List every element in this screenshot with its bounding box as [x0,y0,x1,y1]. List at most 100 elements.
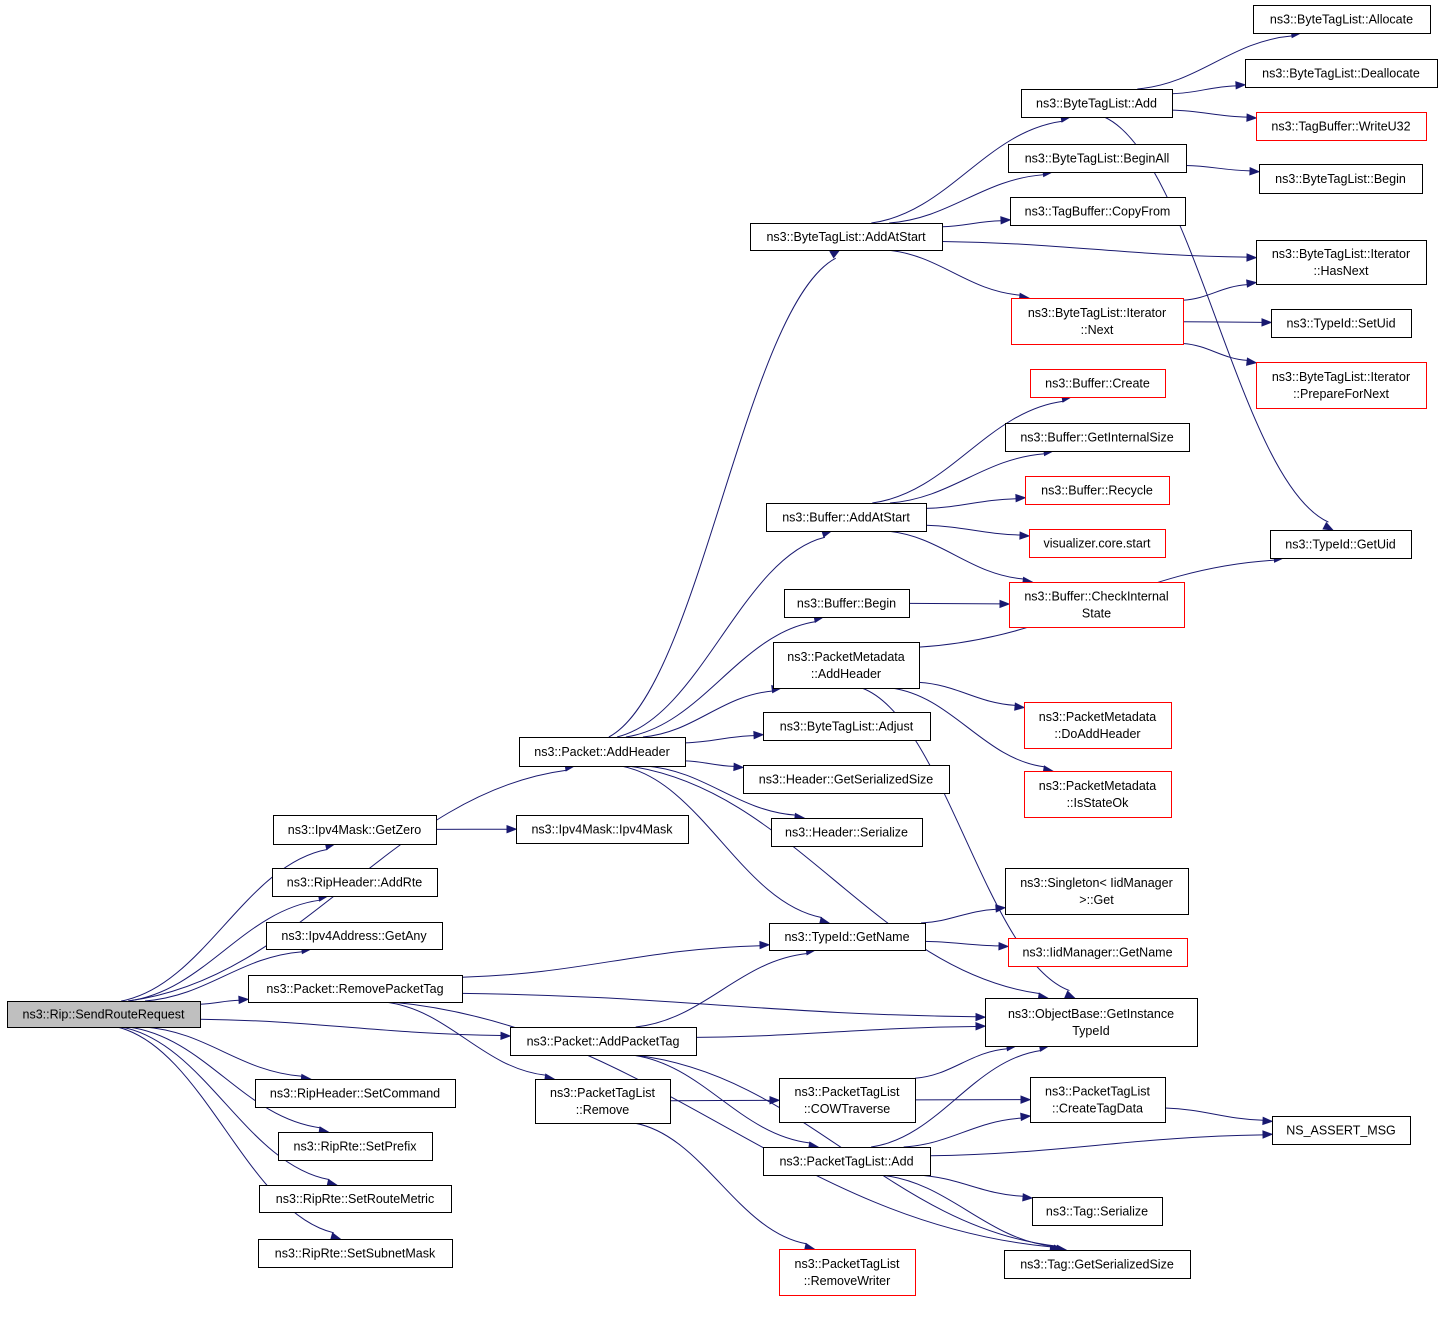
function-node-pmd-addheader[interactable]: ns3::PacketMetadata::AddHeader [773,642,920,689]
node-box [1259,164,1423,194]
arrowhead [506,824,518,834]
node-label: ns3::ByteTagList::Begin [1275,172,1406,186]
node-box [510,1027,697,1056]
function-node-btli-preparefornext[interactable]: ns3::ByteTagList::Iterator::PrepareForNe… [1256,362,1427,409]
call-edge-btl-addatstart-to-btli-next [886,249,1021,296]
function-node-btl-begin[interactable]: ns3::ByteTagList::Begin [1259,164,1423,194]
function-node-pmd-doaddheader[interactable]: ns3::PacketMetadata::DoAddHeader [1024,702,1172,749]
function-node-pkt-addheader[interactable]: ns3::Packet::AddHeader [519,737,686,767]
node-box [763,1147,931,1176]
call-edge-root-to-ripheader-setcommand [144,1026,302,1077]
call-edge-root-to-riprte-setprefix [128,1026,321,1129]
function-node-ripheader-setcommand[interactable]: ns3::RipHeader::SetCommand [255,1079,456,1108]
function-node-ptl-createtagdata[interactable]: ns3::PacketTagList::CreateTagData [1030,1077,1166,1123]
node-label: ns3::ObjectBase::GetInstance [1008,1007,1174,1021]
function-node-buffer-getinternalsize[interactable]: ns3::Buffer::GetInternalSize [1005,423,1190,452]
node-label: ::CreateTagData [1052,1102,1143,1116]
function-node-btl-beginall[interactable]: ns3::ByteTagList::BeginAll [1008,144,1187,173]
function-node-ipv4mask-ipv4mask[interactable]: ns3::Ipv4Mask::Ipv4Mask [516,815,689,844]
node-box [1030,369,1166,398]
node-label: ns3::PacketTagList [550,1086,655,1100]
function-node-typeid-setuid[interactable]: ns3::TypeId::SetUid [1271,309,1412,338]
function-node-typeid-getname[interactable]: ns3::TypeId::GetName [769,923,926,951]
function-node-riprte-setsubnetmask[interactable]: ns3::RipRte::SetSubnetMask [258,1239,453,1268]
arrowhead [1246,113,1258,122]
function-node-buffer-recycle[interactable]: ns3::Buffer::Recycle [1025,476,1170,505]
node-box [1270,530,1412,559]
node-label: ::HasNext [1314,264,1369,278]
call-edge-typeid-getname-to-singleton-get [921,908,997,924]
node-label: ns3::Ipv4Mask::Ipv4Mask [531,823,673,837]
function-node-typeid-getuid[interactable]: ns3::TypeId::GetUid [1270,530,1412,559]
arrowhead [1246,357,1258,366]
call-edge-buffer-addatstart-to-buffer-create [872,400,1064,504]
arrowhead [975,1012,987,1022]
arrowhead [1262,1116,1274,1126]
node-label: ns3::Packet::AddHeader [534,745,670,759]
node-label: ns3::RipRte::SetSubnetMask [275,1247,436,1261]
function-node-pkt-removepackettag[interactable]: ns3::Packet::RemovePacketTag [248,975,463,1003]
function-node-ptl-removewriter[interactable]: ns3::PacketTagList::RemoveWriter [779,1249,916,1296]
arrowhead [769,1096,781,1105]
node-label: ::PrepareForNext [1293,387,1389,401]
node-box [7,1001,201,1028]
function-node-root[interactable]: ns3::Rip::SendRouteRequest [7,1001,201,1028]
node-label: ns3::Buffer::GetInternalSize [1020,431,1173,445]
node-label: ns3::TypeId::GetName [784,930,909,944]
arrowhead [999,599,1011,609]
node-label: State [1082,607,1111,621]
function-node-iidmanager-getname[interactable]: ns3::IidManager::GetName [1008,938,1188,967]
function-node-buffer-begin[interactable]: ns3::Buffer::Begin [784,589,910,618]
function-node-visualizer-start[interactable]: visualizer.core.start [1029,529,1166,558]
call-edge-btl-beginall-to-btl-begin [1185,164,1251,172]
function-node-btl-addatstart[interactable]: ns3::ByteTagList::AddAtStart [750,223,943,251]
call-edge-pkt-removepackettag-to-tag-getserializedsize [391,1001,1051,1248]
function-node-ptl-remove[interactable]: ns3::PacketTagList::Remove [535,1079,671,1124]
function-node-btli-next[interactable]: ns3::ByteTagList::Iterator::Next [1011,298,1184,345]
function-node-ripheader-addrte[interactable]: ns3::RipHeader::AddRte [272,868,438,897]
call-edge-btli-next-to-typeid-setuid [1182,321,1263,323]
function-node-tagbuffer-copyfrom[interactable]: ns3::TagBuffer::CopyFrom [1010,197,1186,226]
function-node-tag-serialize[interactable]: ns3::Tag::Serialize [1032,1197,1163,1226]
call-edge-ptl-add-to-tag-serialize [916,1174,1024,1197]
function-node-btl-adjust[interactable]: ns3::ByteTagList::Adjust [763,712,931,741]
function-node-riprte-setprefix[interactable]: ns3::RipRte::SetPrefix [278,1132,433,1161]
node-label: ::Next [1081,323,1114,337]
call-edge-ptl-add-to-tag-getserializedsize [880,1174,1055,1248]
function-node-header-serialize[interactable]: ns3::Header::Serialize [771,818,923,847]
call-edge-pmd-addheader-to-objectbase-getinstancetypeid [861,687,1070,992]
function-node-pkt-addpackettag[interactable]: ns3::Packet::AddPacketTag [510,1027,697,1056]
function-node-ptl-cowtraverse[interactable]: ns3::PacketTagList::COWTraverse [779,1078,916,1123]
function-node-ipv4addr-getany[interactable]: ns3::Ipv4Address::GetAny [266,922,443,950]
function-node-ptl-add[interactable]: ns3::PacketTagList::Add [763,1147,931,1176]
arrowhead [329,1232,342,1241]
node-label: ns3::PacketMetadata [1039,710,1156,724]
function-node-buffer-create[interactable]: ns3::Buffer::Create [1030,369,1166,398]
call-edge-btli-next-to-btli-hasnext [1182,284,1248,301]
call-edge-buffer-addatstart-to-visualizer-start [925,524,1021,536]
function-node-ns-assert-msg[interactable]: NS_ASSERT_MSG [1272,1116,1411,1145]
arrowhead [1022,1193,1034,1202]
function-node-btl-add[interactable]: ns3::ByteTagList::Add [1021,89,1173,118]
function-node-btl-allocate[interactable]: ns3::ByteTagList::Allocate [1253,5,1431,34]
function-node-tagbuffer-writeu32[interactable]: ns3::TagBuffer::WriteU32 [1256,112,1427,141]
function-node-header-getserializedsize[interactable]: ns3::Header::GetSerializedSize [743,765,950,794]
node-box [779,1249,916,1296]
function-node-riprte-setroutemetric[interactable]: ns3::RipRte::SetRouteMetric [259,1185,452,1213]
function-node-tag-getserializedsize[interactable]: ns3::Tag::GetSerializedSize [1004,1250,1191,1279]
arrowhead [733,762,745,772]
function-node-btli-hasnext[interactable]: ns3::ByteTagList::Iterator::HasNext [1256,240,1427,285]
node-label: ns3::Buffer::Recycle [1041,484,1153,498]
function-node-pmd-isstateok[interactable]: ns3::PacketMetadata::IsStateOk [1024,771,1172,818]
call-edge-root-to-riprte-setsubnetmask [117,1026,334,1234]
node-label: ns3::RipRte::SetRouteMetric [276,1192,434,1206]
node-label: ::DoAddHeader [1054,727,1140,741]
function-node-buffer-addatstart[interactable]: ns3::Buffer::AddAtStart [766,503,927,532]
function-node-singleton-get[interactable]: ns3::Singleton< IidManager>::Get [1005,868,1189,915]
function-node-ipv4mask-getzero[interactable]: ns3::Ipv4Mask::GetZero [273,815,437,845]
node-box [985,998,1198,1047]
node-box [769,923,926,951]
function-node-btl-deallocate[interactable]: ns3::ByteTagList::Deallocate [1245,59,1438,88]
